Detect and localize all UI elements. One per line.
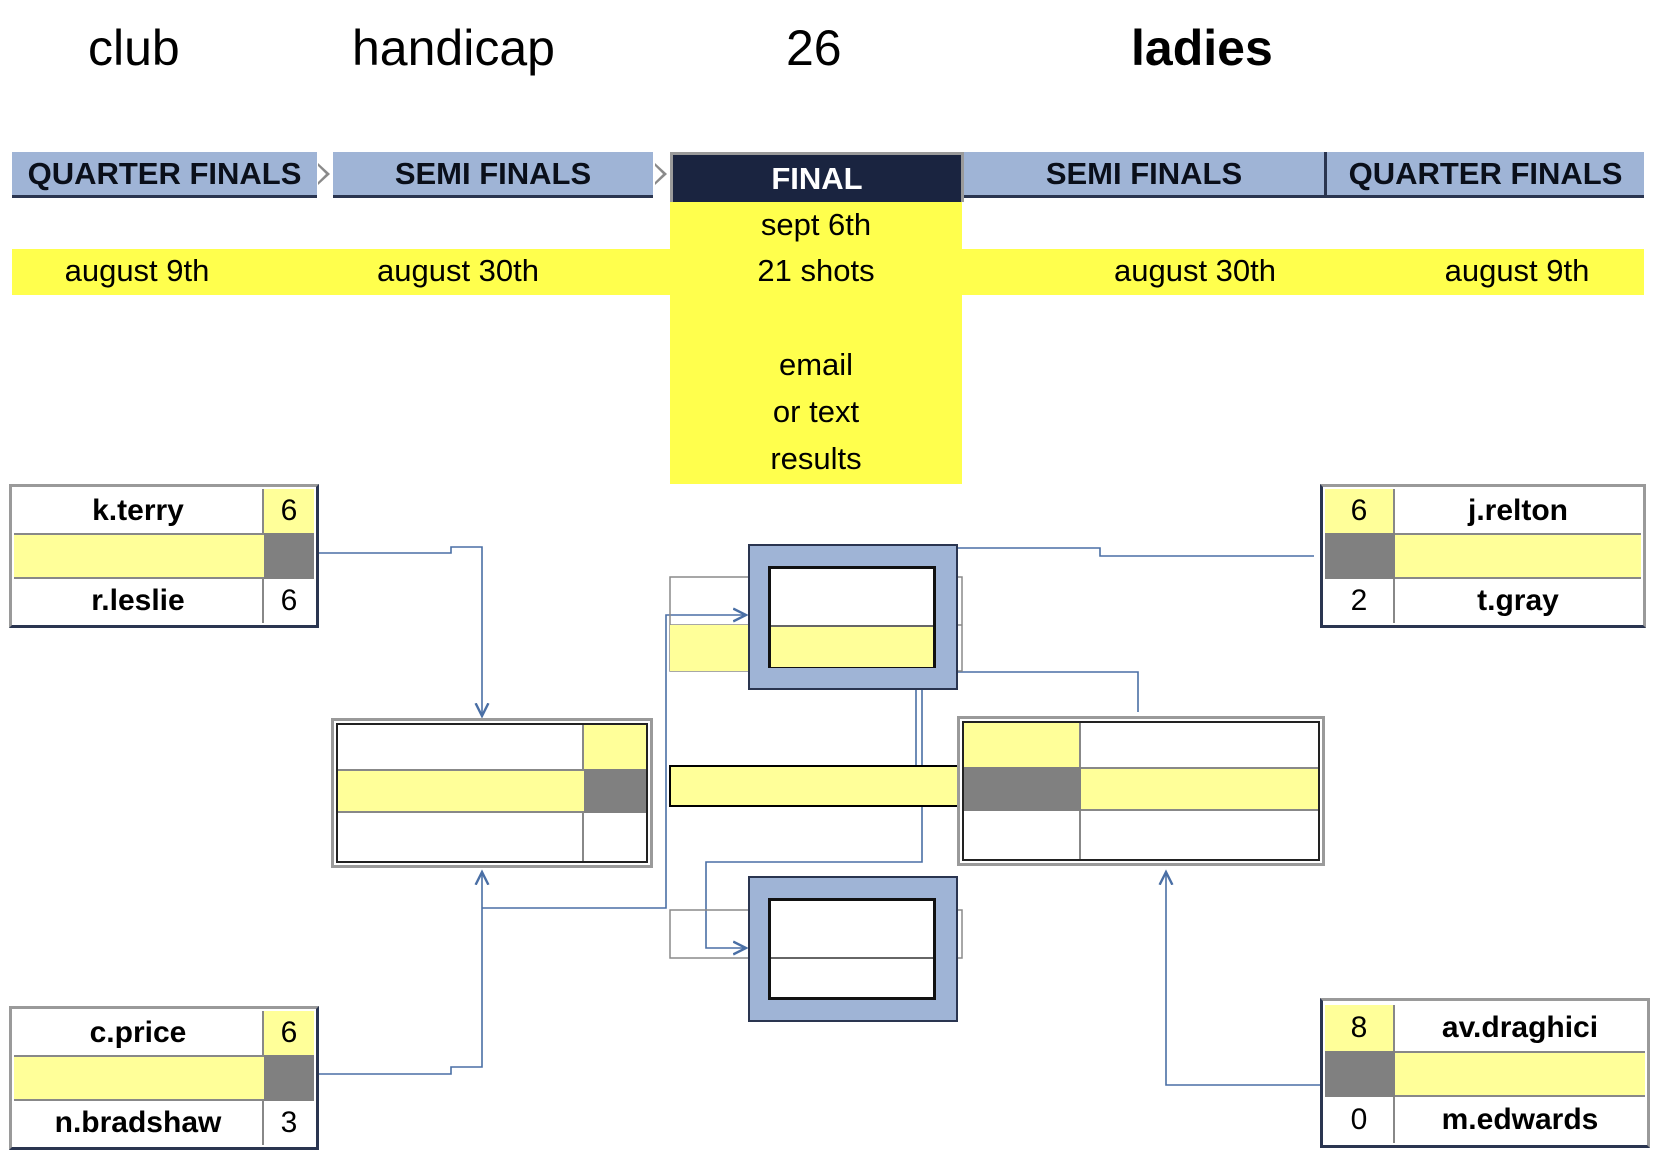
final-box-lower (748, 876, 958, 1022)
qf-left-top-score1[interactable]: 6 (264, 489, 314, 533)
semi-final-left-grid (336, 723, 648, 863)
date-sf-left: august 30th (376, 253, 540, 288)
semi-final-right-box (957, 716, 1325, 866)
qf-left-bottom-spacer (14, 1055, 264, 1101)
qf-right-bottom-match: 8 av.draghici 0 m.edwards (1320, 998, 1650, 1148)
divider (771, 957, 933, 959)
qf-left-top-spacer (14, 533, 264, 579)
qf-right-bottom-player2[interactable]: m.edwards (1395, 1097, 1645, 1143)
qf-left-bottom-match: c.price 6 n.bradshaw 3 (9, 1006, 319, 1150)
title-year: 26 (786, 20, 842, 76)
qf-left-top-spacer-score (264, 533, 314, 579)
qf-right-bottom-score1[interactable]: 8 (1325, 1005, 1395, 1051)
qf-left-bottom-score1[interactable]: 6 (264, 1011, 314, 1055)
qf-left-bottom-player2[interactable]: n.bradshaw (14, 1101, 264, 1145)
sf-right-player1[interactable] (1081, 723, 1318, 767)
qf-left-bottom-spacer-score (264, 1055, 314, 1101)
qf-right-bottom-spacer (1395, 1051, 1645, 1097)
note-line-1: email (778, 347, 854, 382)
date-qf-left: august 9th (64, 253, 210, 288)
header-semi-finals-left: SEMI FINALS (333, 152, 653, 198)
qf-right-bottom-player1[interactable]: av.draghici (1395, 1005, 1645, 1051)
qf-right-top-score1[interactable]: 6 (1325, 489, 1395, 533)
header-final: FINAL (670, 152, 964, 202)
title-handicap: handicap (352, 20, 555, 76)
date-qf-right: august 9th (1444, 253, 1590, 288)
sf-right-spacer (1081, 767, 1318, 811)
qf-right-bottom-spacer-score (1325, 1051, 1395, 1097)
header-semi-finals-right: SEMI FINALS (964, 152, 1324, 198)
final-box-upper (748, 544, 958, 690)
date-sf-right: august 30th (1113, 253, 1277, 288)
qf-left-bottom-player1[interactable]: c.price (14, 1011, 264, 1055)
sf-right-player2[interactable] (1081, 811, 1318, 859)
chevron-right-icon (655, 163, 667, 185)
note-line-2: or text (772, 394, 860, 429)
qf-left-top-player1[interactable]: k.terry (14, 489, 264, 533)
qf-left-top-player2[interactable]: r.leslie (14, 579, 264, 623)
sf-left-spacer-score (584, 769, 646, 813)
sf-right-score2[interactable] (964, 811, 1081, 859)
qf-left-top-score2[interactable]: 6 (264, 579, 314, 623)
final-slot-upper[interactable] (768, 566, 936, 668)
qf-right-top-player2[interactable]: t.gray (1395, 579, 1641, 623)
sf-left-score2[interactable] (584, 813, 646, 861)
note-line-3: results (770, 441, 862, 476)
chevron-right-icon (318, 163, 330, 185)
title-category: ladies (1131, 20, 1273, 76)
sf-left-player1[interactable] (338, 725, 584, 769)
qf-left-top-match: k.terry 6 r.leslie 6 (9, 484, 319, 628)
sf-left-spacer (338, 769, 584, 813)
qf-right-top-spacer (1395, 533, 1641, 579)
semi-final-left-box (331, 718, 653, 868)
qf-right-top-match: 6 j.relton 2 t.gray (1320, 484, 1646, 628)
qf-right-top-score2[interactable]: 2 (1325, 579, 1395, 623)
sf-right-score1[interactable] (964, 723, 1081, 767)
header-quarter-finals-right: QUARTER FINALS (1324, 152, 1644, 198)
qf-right-top-spacer-score (1325, 533, 1395, 579)
final-slot-lower[interactable] (768, 898, 936, 1000)
final-shots: 21 shots (757, 253, 875, 288)
semi-final-right-grid (962, 721, 1320, 861)
sf-left-player2[interactable] (338, 813, 584, 861)
qf-left-bottom-score2[interactable]: 3 (264, 1101, 314, 1145)
final-info-panel (670, 202, 962, 484)
qf-right-bottom-score2[interactable]: 0 (1325, 1097, 1395, 1143)
date-final: sept 6th (760, 207, 872, 242)
title-club: club (88, 20, 180, 76)
header-quarter-finals-left: QUARTER FINALS (12, 152, 317, 198)
sf-right-spacer-score (964, 767, 1081, 811)
sf-left-score1[interactable] (584, 725, 646, 769)
final-slot-upper-score (771, 625, 933, 667)
qf-right-top-player1[interactable]: j.relton (1395, 489, 1641, 533)
